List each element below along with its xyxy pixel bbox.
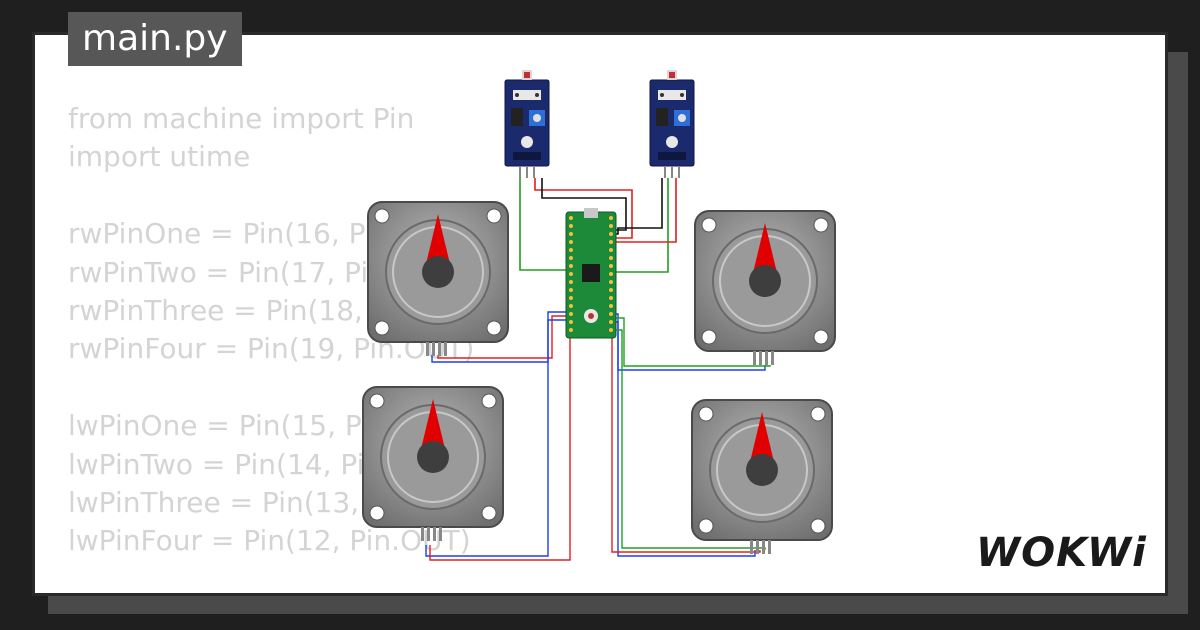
code-line: lwPinFour = Pin(12, Pin.OUT) bbox=[68, 524, 471, 558]
stepper-top-left bbox=[367, 201, 509, 357]
raspberry-pi-pico bbox=[565, 208, 617, 339]
stepper-bottom-right bbox=[691, 399, 833, 555]
file-title: main.py bbox=[68, 12, 242, 66]
stepper-bottom-left bbox=[362, 386, 504, 542]
code-preview: from machine import Pin import utime rwPin… bbox=[68, 100, 493, 561]
code-line: import utime bbox=[68, 140, 251, 174]
light-sensor-right bbox=[649, 69, 695, 179]
stepper-top-right bbox=[694, 210, 836, 366]
sensor-wires bbox=[519, 178, 677, 273]
code-line: from machine import Pin bbox=[68, 102, 415, 135]
light-sensor-left bbox=[504, 69, 550, 179]
wokwi-logo: WOKWi bbox=[976, 530, 1147, 576]
code-line: rwPinFour = Pin(19, Pin.OUT) bbox=[68, 332, 475, 366]
